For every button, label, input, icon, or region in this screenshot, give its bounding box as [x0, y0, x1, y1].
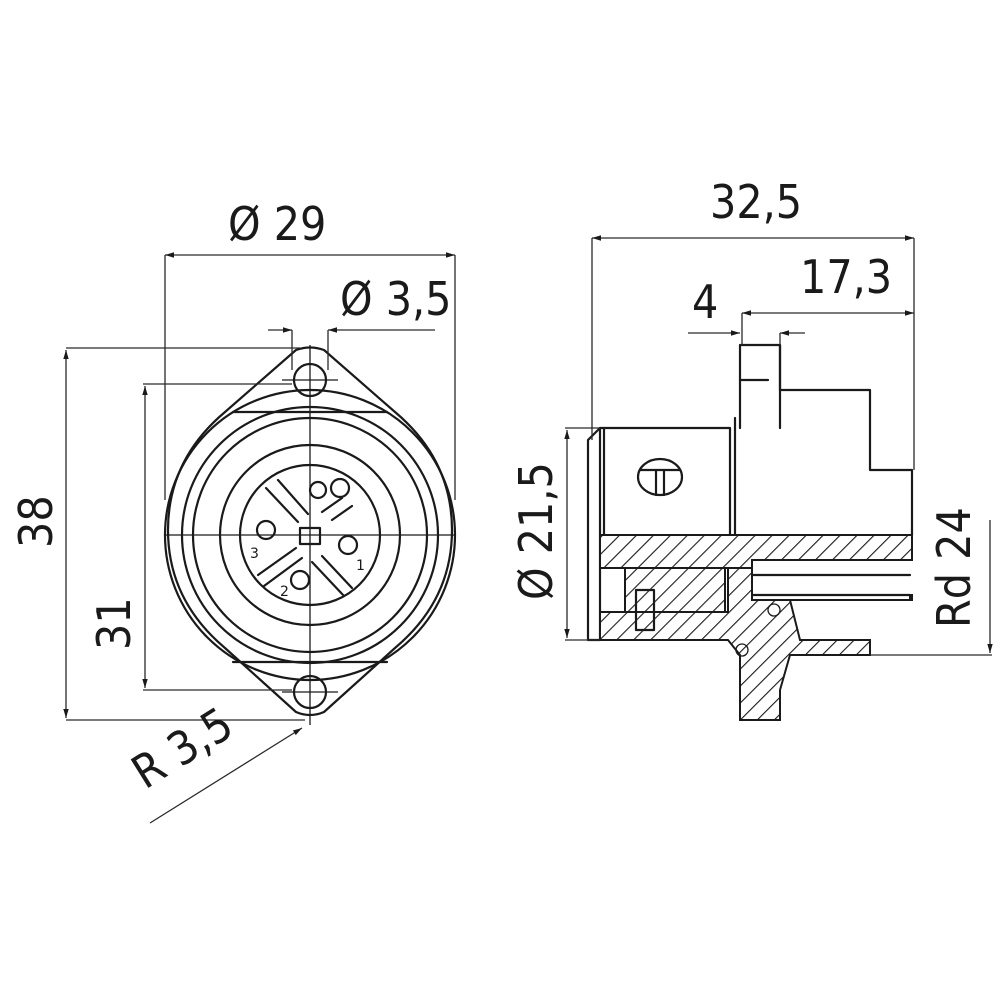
dim-body-diameter: Ø 21,5 — [509, 462, 563, 600]
pin-label: 2 — [280, 584, 289, 600]
flange-outline — [166, 346, 454, 717]
section-hatch-upper — [599, 534, 913, 569]
dim-outer-diameter: Ø 29 — [228, 197, 326, 251]
side-view: 32,5 17,3 4 Ø 21,5 Rd 24 — [509, 175, 993, 721]
pin-label: 3 — [250, 546, 259, 562]
dim-hole-spacing: 31 — [87, 597, 141, 650]
dim-corner-radius: R 3,5 — [122, 696, 242, 799]
section-hatch-lower — [599, 567, 913, 721]
front-view: 3 1 2 Ø 29 Ø 3,5 38 31 R 3,5 — [9, 197, 457, 824]
pin-label: 1 — [356, 558, 365, 574]
dim-total-height: 38 — [9, 495, 63, 548]
dim-total-length: 32,5 — [710, 175, 802, 229]
dim-thread: Rd 24 — [927, 507, 981, 628]
dim-flange-thickness: 4 — [692, 275, 718, 329]
dim-rear-length: 17,3 — [800, 250, 892, 304]
contact-insert: 3 1 2 — [250, 477, 365, 600]
dim-hole-diameter: Ø 3,5 — [340, 272, 452, 326]
